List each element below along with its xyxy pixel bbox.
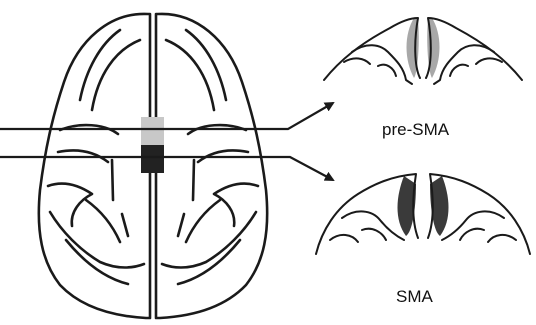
pre-sma-marker xyxy=(141,117,164,145)
sma-marker xyxy=(141,145,164,173)
coronal-section-sma xyxy=(316,174,530,254)
section-line-sma xyxy=(0,157,333,180)
right-hemisphere xyxy=(156,14,267,318)
left-hemisphere xyxy=(39,14,150,318)
coronal-section-pre-sma xyxy=(324,18,522,84)
sma-label: SMA xyxy=(396,287,433,307)
section-line-pre-sma xyxy=(0,103,333,129)
pre-sma-label: pre-SMA xyxy=(382,120,449,140)
